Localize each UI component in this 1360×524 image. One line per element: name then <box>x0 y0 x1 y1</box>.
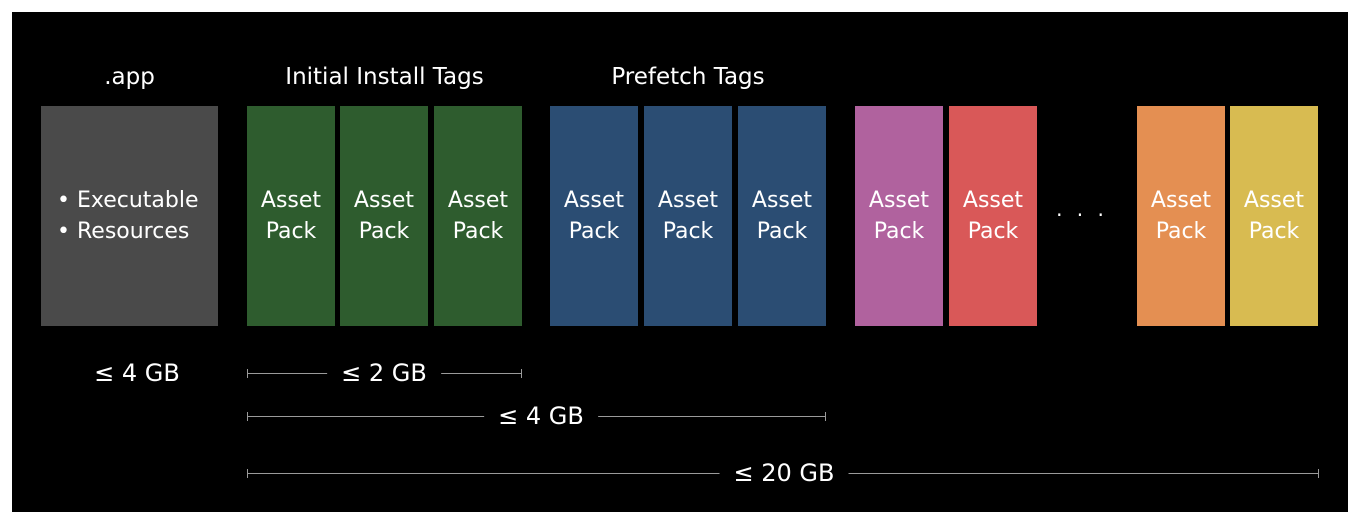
asset-pack-initial-2: Asset Pack <box>340 106 428 326</box>
bullet-icon: • <box>57 188 70 213</box>
heading-initial-install-tags: Initial Install Tags <box>285 64 484 90</box>
asset-pack-prefetch-1: Asset Pack <box>550 106 638 326</box>
app-item-resources: • Resources <box>57 216 189 247</box>
range-cap-left <box>247 412 248 421</box>
asset-pack-initial-1: Asset Pack <box>247 106 335 326</box>
bullet-icon: • <box>57 219 70 244</box>
asset-pack-on-demand-orange: Asset Pack <box>1137 106 1225 326</box>
heading-prefetch-tags: Prefetch Tags <box>611 64 765 90</box>
asset-pack-on-demand-yellow: Asset Pack <box>1230 106 1318 326</box>
slide-canvas: .app Initial Install Tags Prefetch Tags … <box>12 12 1348 512</box>
asset-pack-initial-3: Asset Pack <box>434 106 522 326</box>
app-item-label: Executable <box>76 188 199 213</box>
asset-pack-label-line2: Pack <box>662 219 714 244</box>
asset-pack-label-line1: Asset <box>260 188 322 213</box>
asset-pack-label-line2: Pack <box>1248 219 1300 244</box>
app-item-label: Resources <box>76 219 190 244</box>
size-label-app: ≤ 4 GB <box>80 357 194 389</box>
app-block: • Executable • Resources <box>41 106 218 326</box>
asset-pack-label-line1: Asset <box>353 188 415 213</box>
asset-pack-label-line2: Pack <box>452 219 504 244</box>
asset-pack-label-line1: Asset <box>657 188 719 213</box>
asset-pack-label-line2: Pack <box>967 219 1019 244</box>
asset-pack-label-line1: Asset <box>962 188 1024 213</box>
app-item-executable: • Executable <box>57 185 199 216</box>
asset-pack-label-line2: Pack <box>1155 219 1207 244</box>
asset-pack-label-line2: Pack <box>265 219 317 244</box>
asset-pack-label-line1: Asset <box>563 188 625 213</box>
asset-pack-label-line1: Asset <box>1243 188 1305 213</box>
asset-pack-label-line1: Asset <box>447 188 509 213</box>
asset-pack-label-line2: Pack <box>358 219 410 244</box>
asset-pack-on-demand-magenta: Asset Pack <box>855 106 943 326</box>
size-label-initial-plus-prefetch: ≤ 4 GB <box>484 400 598 432</box>
asset-pack-label-line2: Pack <box>873 219 925 244</box>
heading-app: .app <box>104 64 155 90</box>
asset-pack-label-line1: Asset <box>868 188 930 213</box>
range-cap-right <box>521 369 522 378</box>
range-cap-left <box>247 469 248 478</box>
asset-pack-on-demand-red: Asset Pack <box>949 106 1037 326</box>
asset-pack-prefetch-3: Asset Pack <box>738 106 826 326</box>
asset-pack-prefetch-2: Asset Pack <box>644 106 732 326</box>
asset-pack-label-line1: Asset <box>751 188 813 213</box>
ellipsis: . . . <box>1056 197 1108 221</box>
range-cap-left <box>247 369 248 378</box>
asset-pack-label-line2: Pack <box>756 219 808 244</box>
range-cap-right <box>825 412 826 421</box>
asset-pack-label-line2: Pack <box>568 219 620 244</box>
size-label-initial-install: ≤ 2 GB <box>327 357 441 389</box>
asset-pack-label-line1: Asset <box>1150 188 1212 213</box>
range-cap-right <box>1318 469 1319 478</box>
size-label-total: ≤ 20 GB <box>719 457 849 489</box>
